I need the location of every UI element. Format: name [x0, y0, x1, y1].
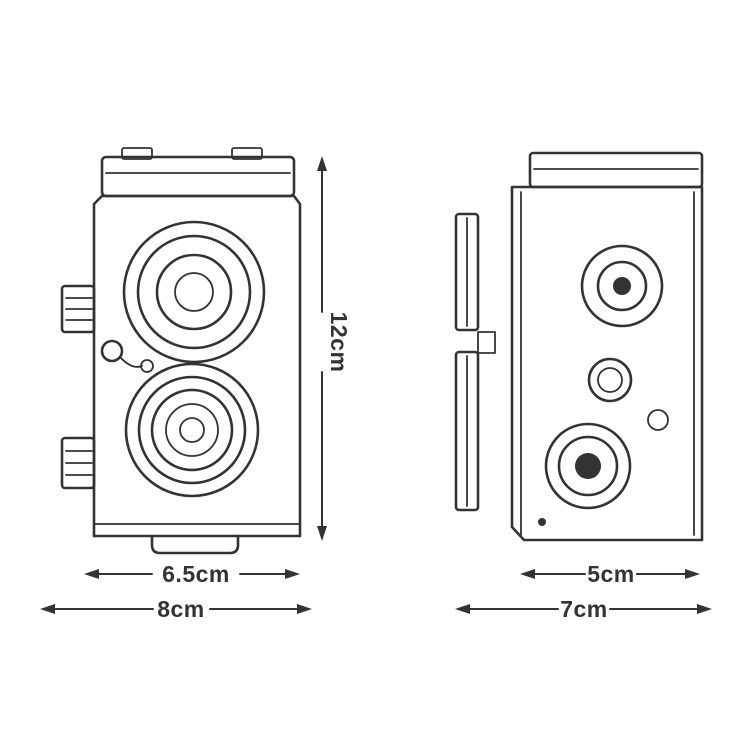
lens-ring	[137, 375, 247, 485]
side-film-rail-top	[454, 212, 480, 332]
front-top-cap	[100, 155, 296, 198]
arrow-left-icon	[455, 604, 470, 614]
dimensions: 12cm 6.5cm 8cm	[40, 156, 712, 622]
knob-ring	[544, 422, 632, 510]
lens-ring	[150, 388, 234, 472]
side-inner-depth-dimension: 5cm	[520, 561, 700, 587]
side-middle-dial	[587, 357, 633, 403]
crank-pivot	[140, 359, 154, 373]
side-outer-depth-label: 7cm	[560, 596, 608, 622]
lens-ring	[179, 417, 205, 443]
front-winding-crank	[100, 339, 154, 373]
arrow-right-icon	[685, 569, 700, 579]
front-left-knob-bottom	[60, 436, 96, 490]
dial-ring	[597, 367, 623, 393]
arrow-down-icon	[317, 526, 327, 541]
front-outer-width-dimension: 8cm	[40, 596, 312, 622]
side-small-port	[647, 409, 669, 431]
height-dimension: 12cm	[317, 156, 352, 541]
side-body-outline	[510, 185, 704, 542]
lens-ring	[155, 253, 233, 331]
rail-bar	[454, 350, 480, 512]
height-dimension-label: 12cm	[326, 312, 352, 373]
knob-center-dot	[575, 453, 601, 479]
front-left-knob-bottom-body	[60, 436, 96, 490]
arrow-right-icon	[697, 604, 712, 614]
knob-ring	[580, 244, 664, 328]
front-outer-width-label: 8cm	[157, 596, 205, 622]
lens-ring	[174, 272, 214, 312]
lens-ring	[124, 362, 260, 498]
side-outer-depth-dimension: 7cm	[455, 596, 712, 622]
crank-arm	[119, 356, 143, 368]
lens-ring	[165, 403, 219, 457]
rail-bar	[454, 212, 480, 332]
side-film-rail-bottom	[454, 350, 480, 512]
front-taking-lens	[124, 362, 260, 498]
front-inner-width-dimension: 6.5cm	[84, 561, 300, 587]
front-body-outline	[92, 194, 302, 538]
arrow-up-icon	[317, 156, 327, 171]
knob-center-dot	[613, 277, 631, 295]
lens-ring	[122, 220, 266, 364]
side-screw-dot	[538, 518, 546, 526]
arrow-right-icon	[285, 569, 300, 579]
side-top-cap	[528, 151, 704, 189]
front-left-knob-top	[60, 284, 96, 334]
front-top-button-right	[231, 147, 263, 160]
arrow-left-icon	[520, 569, 535, 579]
side-inner-depth-label: 5cm	[587, 561, 635, 587]
front-top-button-left	[121, 147, 153, 160]
crank-handle	[100, 339, 124, 363]
front-foot	[150, 534, 240, 555]
side-advance-knob	[580, 244, 664, 328]
arrow-right-icon	[297, 604, 312, 614]
arrow-left-icon	[84, 569, 99, 579]
side-focus-knob	[544, 422, 632, 510]
dial-ring	[587, 357, 633, 403]
arrow-left-icon	[40, 604, 55, 614]
front-view	[60, 147, 302, 555]
side-view	[454, 151, 704, 542]
side-back-latch	[477, 331, 496, 354]
front-viewing-lens	[122, 220, 266, 364]
lens-ring	[136, 234, 252, 350]
knob-ring	[596, 260, 648, 312]
front-left-knob-top-body	[60, 284, 96, 334]
knob-ring	[557, 435, 619, 497]
front-inner-width-label: 6.5cm	[162, 561, 230, 587]
